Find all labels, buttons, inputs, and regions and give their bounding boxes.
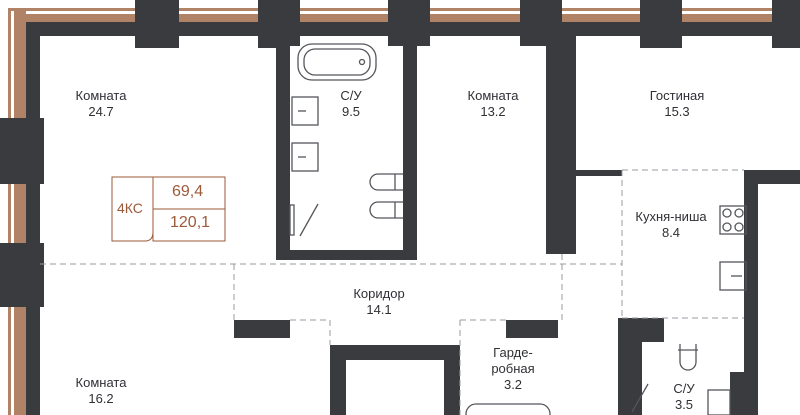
total-area: 120,1 — [170, 214, 211, 231]
closet-recess — [346, 360, 444, 415]
room-name: Комната — [75, 88, 127, 103]
room-area: 3.5 — [674, 397, 694, 412]
apartment-type: 4КС — [117, 200, 143, 216]
sink-icon — [291, 96, 319, 126]
bathroom-floor — [290, 46, 403, 250]
room-label: Коридор 14.1 — [353, 286, 404, 318]
room-label: Комната 13.2 — [468, 88, 519, 120]
room-area: 13.2 — [480, 104, 506, 119]
kitchen-sink-icon — [719, 261, 747, 291]
room-name: Гостиная — [649, 88, 705, 103]
left-wall-pillars — [0, 118, 44, 307]
room-label: С/У 9.5 — [340, 88, 361, 120]
room-label: Гарде- робная 3.2 — [491, 345, 534, 393]
room-area: 3.2 — [503, 377, 523, 392]
sink-icon — [707, 389, 731, 415]
cooktop-icon — [719, 205, 747, 235]
room-name: Кухня-ниша — [635, 209, 707, 224]
room-name: Комната — [467, 88, 519, 103]
room-132-floor — [417, 46, 546, 246]
apartment-badge — [111, 176, 226, 242]
room-area: 8.4 — [661, 225, 681, 240]
bidet-icon — [369, 201, 403, 219]
living-area: 69,4 — [172, 183, 204, 200]
room-area: 14.1 — [366, 302, 392, 317]
door-swing-icon — [289, 203, 319, 237]
room-area: 24.7 — [88, 104, 114, 119]
zone-boundaries — [40, 169, 744, 415]
door-swing-icon — [631, 383, 649, 413]
toilet-icon — [678, 344, 698, 371]
room-name: С/У — [673, 381, 695, 396]
room-area: 15.3 — [664, 104, 690, 119]
bathtub-icon — [297, 43, 377, 81]
toilet-icon — [369, 173, 403, 191]
sink-icon — [291, 142, 319, 172]
room-label: Гостиная 15.3 — [650, 88, 705, 120]
room-name: Комната — [75, 375, 127, 390]
room-label: Комната 16.2 — [76, 375, 127, 407]
room-name: Гарде- — [493, 345, 533, 360]
room-area: 16.2 — [88, 391, 114, 406]
room-name: Коридор — [353, 286, 405, 301]
bathtub-icon — [465, 403, 551, 415]
room-name-line2: робная — [491, 361, 535, 376]
room-name: С/У — [340, 88, 362, 103]
room-label: С/У 3.5 — [673, 381, 694, 413]
room-label: Кухня-ниша 8.4 — [635, 209, 706, 241]
room-label: Комната 24.7 — [76, 88, 127, 120]
room-area: 9.5 — [341, 104, 361, 119]
